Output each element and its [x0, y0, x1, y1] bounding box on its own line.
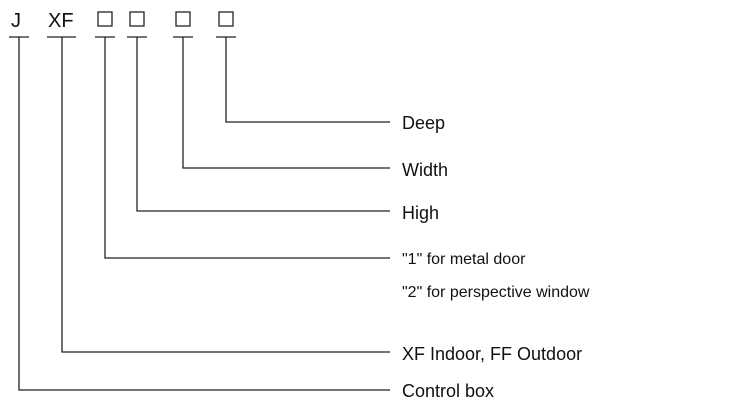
placeholder-box-deep [218, 11, 234, 27]
placeholder-box-door-type [97, 11, 113, 27]
label-door-type-2: "2" for perspective window [402, 284, 590, 301]
leader-line-width [182, 37, 390, 169]
leader-line-deep [225, 37, 390, 123]
code-letter-j: J [11, 10, 21, 32]
leader-line-control-box [18, 37, 390, 391]
label-high: High [402, 203, 439, 223]
leader-line-location [61, 37, 390, 353]
leader-line-door-type [104, 37, 390, 259]
code-letters-xf: XF [48, 10, 74, 32]
label-deep: Deep [402, 113, 445, 133]
label-width: Width [402, 160, 448, 180]
placeholder-box-high [129, 11, 145, 27]
label-control-box: Control box [402, 381, 494, 401]
leader-line-high [136, 37, 390, 212]
label-door-type-1: "1" for metal door [402, 251, 526, 268]
label-location: XF Indoor, FF Outdoor [402, 344, 582, 364]
placeholder-box-width [175, 11, 191, 27]
